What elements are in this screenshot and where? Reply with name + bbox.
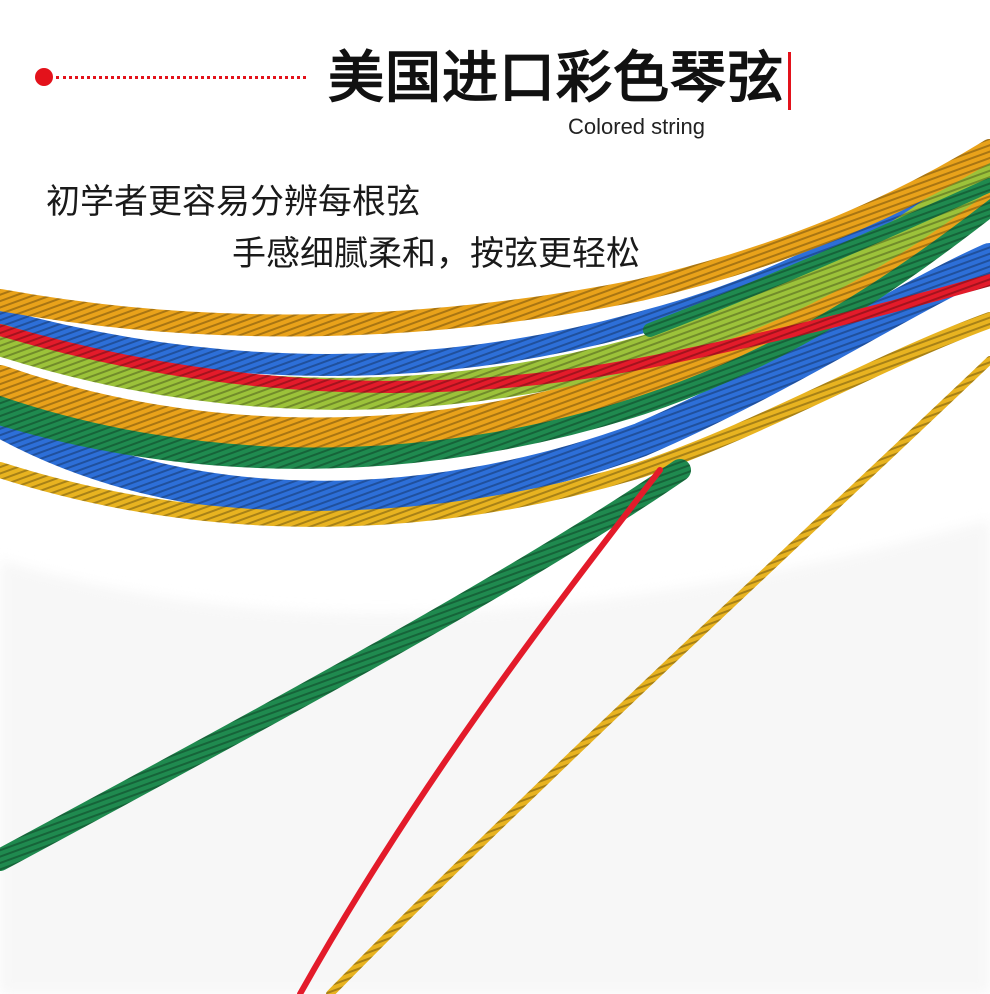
title-accent-bar bbox=[788, 52, 791, 110]
red-dot-bullet bbox=[35, 68, 53, 86]
page-subtitle: Colored string bbox=[568, 114, 705, 139]
string-red-diagonal bbox=[297, 467, 663, 994]
feature-text-1: 初学者更容易分辨每根弦 bbox=[46, 182, 420, 222]
red-dotted-rule bbox=[56, 76, 306, 79]
loose-strings bbox=[0, 356, 990, 994]
feature-text-2: 手感细腻柔和，按弦更轻松 bbox=[232, 234, 640, 274]
page-title: 美国进口彩色琴弦 bbox=[328, 46, 784, 111]
strings-bundle bbox=[0, 139, 990, 527]
